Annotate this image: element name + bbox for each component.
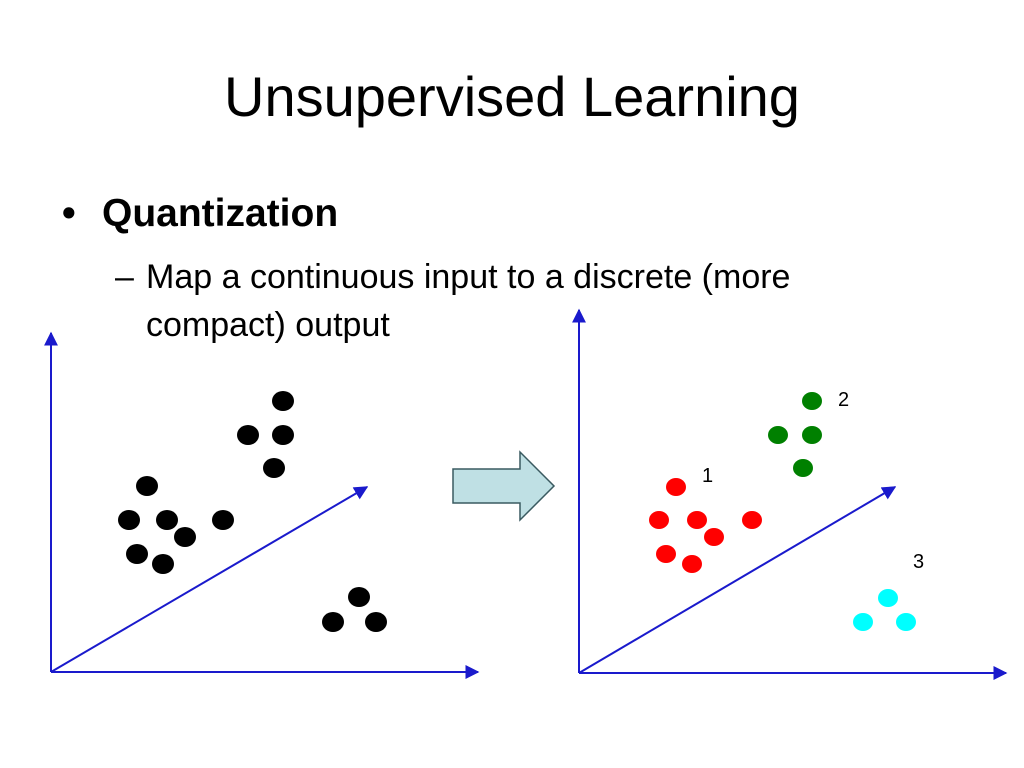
sub-bullet-marker: – (115, 258, 134, 296)
input-point (272, 391, 294, 411)
cluster-point (687, 511, 707, 529)
cluster-point (793, 459, 813, 477)
cluster-label: 2 (838, 389, 849, 411)
z-axis (578, 486, 897, 674)
sub-bullet-line2: compact) output (146, 306, 390, 344)
cluster-point (656, 545, 676, 563)
input-plot (44, 331, 480, 679)
cluster-label: 1 (702, 465, 713, 487)
cluster-point (682, 555, 702, 573)
input-point (263, 458, 285, 478)
cluster-point (802, 426, 822, 444)
cluster-point (768, 426, 788, 444)
input-point (272, 425, 294, 445)
cluster-2: 2 (768, 389, 849, 477)
cluster-point (896, 613, 916, 631)
input-point (322, 612, 344, 632)
bullet-marker: • (62, 192, 76, 235)
cluster-point (649, 511, 669, 529)
input-point (136, 476, 158, 496)
input-point (365, 612, 387, 632)
cluster-point (666, 478, 686, 496)
sub-bullet: –Map a continuous input to a discrete (m… (115, 254, 790, 300)
cluster-3: 3 (853, 551, 924, 631)
sub-bullet-line1: Map a continuous input to a discrete (mo… (146, 258, 791, 296)
bullet-text: Quantization (102, 192, 339, 235)
cluster-label: 3 (913, 551, 924, 573)
input-point (174, 527, 196, 547)
bullet-quantization: • Quantization (62, 190, 338, 238)
cluster-point (853, 613, 873, 631)
slide-title: Unsupervised Learning (224, 65, 800, 128)
quantized-plot: 1 2 3 (572, 308, 1008, 680)
input-point (237, 425, 259, 445)
input-point (156, 510, 178, 530)
cluster-point (802, 392, 822, 410)
input-point (348, 587, 370, 607)
cluster-point (878, 589, 898, 607)
input-point (152, 554, 174, 574)
input-point (126, 544, 148, 564)
cluster-point (742, 511, 762, 529)
transform-arrow (452, 450, 556, 522)
input-point (212, 510, 234, 530)
block-arrow-icon (452, 450, 556, 522)
input-point (118, 510, 140, 530)
z-axis (50, 486, 369, 673)
cluster-point (704, 528, 724, 546)
cluster-1: 1 (649, 465, 762, 573)
